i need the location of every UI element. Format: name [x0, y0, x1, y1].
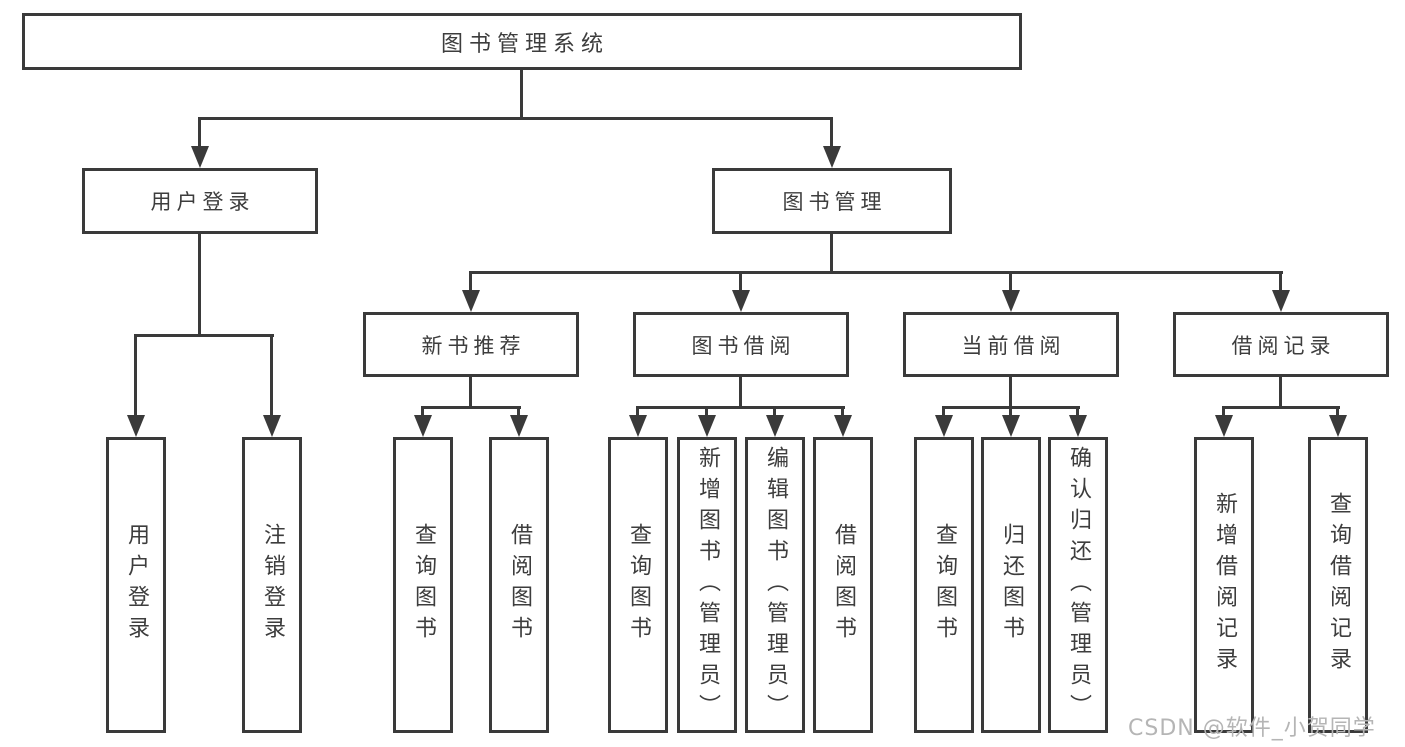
connector-line	[1009, 376, 1012, 408]
node-root-label: 图书管理系统	[440, 31, 609, 57]
arrowhead-down-icon	[263, 415, 281, 437]
connector-line	[1222, 406, 1340, 409]
arrowhead-down-icon	[698, 415, 716, 437]
arrowhead-down-icon	[1215, 415, 1233, 437]
leaf-logout: 注销登录	[242, 437, 302, 733]
node-book-management-label: 图书管理	[782, 190, 887, 214]
leaf-borrow-books-recommend-label: 借阅图书	[507, 523, 532, 647]
connector-line	[134, 334, 137, 419]
node-borrowing-records-label: 借阅记录	[1231, 333, 1336, 358]
arrowhead-down-icon	[823, 146, 841, 168]
leaf-edit-books-admin: 编辑图书（管理员）	[745, 437, 805, 733]
node-borrowing-records: 借阅记录	[1173, 312, 1389, 377]
arrowhead-down-icon	[1002, 415, 1020, 437]
leaf-return-books-label: 归还图书	[999, 523, 1024, 647]
connector-line	[199, 117, 833, 120]
connector-line	[1336, 406, 1339, 418]
leaf-add-books-admin: 新增图书（管理员）	[677, 437, 737, 733]
connector-line	[1279, 271, 1282, 293]
connector-line	[841, 406, 844, 418]
connector-line	[1222, 406, 1225, 418]
leaf-borrow-books-borrowing: 借阅图书	[813, 437, 873, 733]
arrowhead-down-icon	[834, 415, 852, 437]
arrowhead-down-icon	[732, 290, 750, 312]
leaf-edit-books-admin-label: 编辑图书（管理员）	[763, 445, 788, 725]
arrowhead-down-icon	[1329, 415, 1347, 437]
leaf-user-login-label: 用户登录	[124, 523, 149, 647]
arrowhead-down-icon	[935, 415, 953, 437]
connector-line	[469, 376, 472, 408]
connector-line	[942, 406, 945, 418]
arrowhead-down-icon	[414, 415, 432, 437]
connector-line	[469, 271, 472, 293]
leaf-query-books-recommend: 查询图书	[393, 437, 453, 733]
connector-line	[517, 406, 520, 418]
arrowhead-down-icon	[1069, 415, 1087, 437]
leaf-confirm-return-admin-label: 确认归还（管理员）	[1066, 445, 1091, 725]
connector-line	[471, 271, 1283, 274]
node-current-borrowing: 当前借阅	[903, 312, 1119, 377]
arrowhead-down-icon	[629, 415, 647, 437]
connector-line	[636, 406, 639, 418]
arrowhead-down-icon	[766, 415, 784, 437]
connector-line	[705, 406, 708, 418]
connector-line	[1009, 271, 1012, 293]
connector-line	[422, 406, 521, 409]
connector-line	[1009, 406, 1012, 418]
leaf-query-borrow-record: 查询借阅记录	[1308, 437, 1368, 733]
node-new-book-recommend-label: 新书推荐	[421, 333, 526, 358]
arrowhead-down-icon	[1002, 290, 1020, 312]
connector-line	[636, 406, 845, 409]
connector-line	[520, 70, 523, 117]
connector-line	[739, 376, 742, 408]
connector-line	[1279, 376, 1282, 408]
node-new-book-recommend: 新书推荐	[363, 312, 579, 377]
connector-line	[830, 234, 833, 273]
leaf-borrow-books-recommend: 借阅图书	[489, 437, 549, 733]
arrowhead-down-icon	[462, 290, 480, 312]
arrowhead-down-icon	[127, 415, 145, 437]
connector-line	[739, 271, 742, 293]
leaf-borrow-books-borrowing-label: 借阅图书	[831, 523, 856, 647]
leaf-logout-label: 注销登录	[260, 523, 285, 647]
leaf-return-books: 归还图书	[981, 437, 1041, 733]
csdn-watermark: CSDN @软件_小贺同学	[1128, 716, 1376, 741]
leaf-add-books-admin-label: 新增图书（管理员）	[695, 445, 720, 725]
node-root: 图书管理系统	[22, 13, 1022, 70]
arrowhead-down-icon	[510, 415, 528, 437]
connector-line	[198, 117, 201, 149]
connector-line	[773, 406, 776, 418]
connector-line	[421, 406, 424, 418]
leaf-user-login: 用户登录	[106, 437, 166, 733]
node-user-login-label: 用户登录	[150, 190, 255, 214]
leaf-query-books-borrowing-label: 查询图书	[626, 523, 651, 647]
node-book-borrowing: 图书借阅	[633, 312, 849, 377]
connector-line	[1076, 406, 1079, 418]
leaf-add-borrow-record-label: 新增借阅记录	[1212, 492, 1237, 678]
connector-line	[270, 334, 273, 419]
connector-line	[830, 117, 833, 149]
node-user-login: 用户登录	[82, 168, 318, 234]
leaf-query-books-current: 查询图书	[914, 437, 974, 733]
leaf-add-borrow-record: 新增借阅记录	[1194, 437, 1254, 733]
leaf-confirm-return-admin: 确认归还（管理员）	[1048, 437, 1108, 733]
node-current-borrowing-label: 当前借阅	[961, 333, 1066, 358]
arrowhead-down-icon	[191, 146, 209, 168]
node-book-management: 图书管理	[712, 168, 952, 234]
leaf-query-books-current-label: 查询图书	[932, 523, 957, 647]
leaf-query-borrow-record-label: 查询借阅记录	[1326, 492, 1351, 678]
node-book-borrowing-label: 图书借阅	[691, 333, 796, 358]
connector-line	[135, 334, 274, 337]
connector-line	[198, 234, 201, 335]
leaf-query-books-borrowing: 查询图书	[608, 437, 668, 733]
arrowhead-down-icon	[1272, 290, 1290, 312]
leaf-query-books-recommend-label: 查询图书	[411, 523, 436, 647]
